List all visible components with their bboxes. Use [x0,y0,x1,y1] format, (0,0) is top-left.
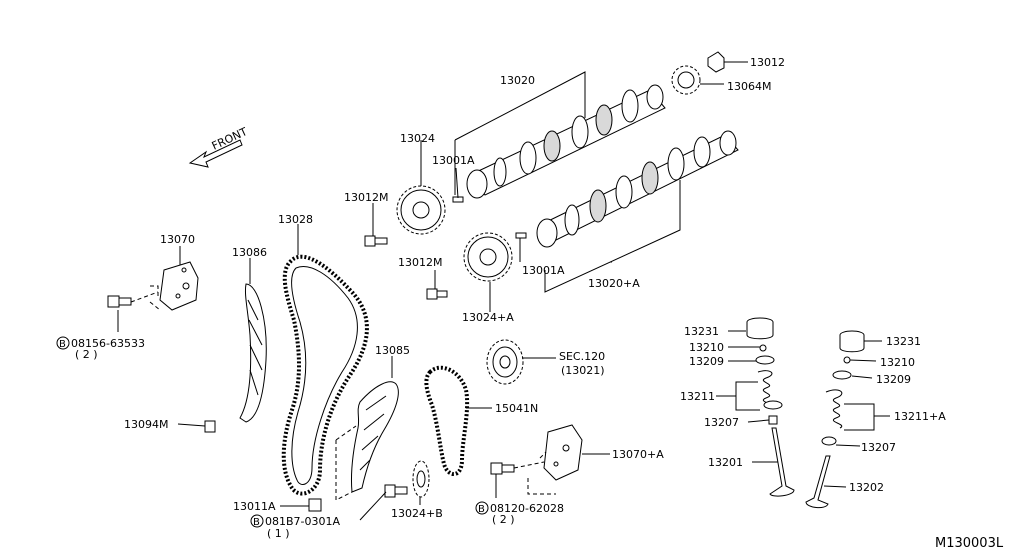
sprocket-13024B [412,460,430,498]
label-13012M-mid: 13012M [398,256,442,269]
camshaft-upper [466,84,666,199]
crank-sprocket-sec120 [486,339,524,385]
bolt-13024B [384,484,408,498]
label-sec120: SEC.120 [559,350,605,363]
bolt-prefix-081B7: B [253,517,260,528]
bolt-label-08120: B 08120-62028 ( 2 ) [475,501,564,526]
label-13210-right: 13210 [880,356,915,369]
label-13086: 13086 [232,246,267,259]
label-13024: 13024 [400,132,435,145]
label-13211A: 13211+A [894,410,946,423]
retainer-13209-left [755,355,775,365]
label-08156-qty: ( 2 ) [75,348,98,361]
label-13094M: 13094M [124,418,168,431]
bolt-prefix-08120: B [478,504,485,515]
label-13020A: 13020+A [588,277,640,290]
label-08156: 08156-63533 [71,337,145,350]
chain-guide-13086 [239,283,267,423]
label-13209-right: 13209 [876,373,911,386]
chain-guide-13085 [350,381,399,493]
bolt-13012M-upper [364,235,388,247]
bolt-13011A [308,498,322,512]
bolt-08156 [107,295,132,308]
label-08120: 08120-62028 [490,502,564,515]
tensioner-13070A [543,424,583,481]
label-13024A: 13024+A [462,311,514,324]
label-13202: 13202 [849,481,884,494]
bolt-prefix-08156: B [59,339,66,350]
label-13012: 13012 [750,56,785,69]
timing-chain-13028 [281,254,369,496]
label-081B7: 081B7-0301A [265,515,341,528]
label-13001A-bottom: 13001A [522,264,565,277]
lifter-13231-right [839,330,865,353]
label-13211: 13211 [680,390,715,403]
sprocket-13024 [396,185,446,235]
bolt-08120 [490,462,515,475]
label-13012M-top: 13012M [344,191,388,204]
plate-13064M [671,65,701,95]
front-arrow-icon [188,139,243,168]
label-13011A: 13011A [233,500,276,513]
label-13210-left: 13210 [689,341,724,354]
timing-chain-15041N [424,365,470,476]
label-13231-left: 13231 [684,325,719,338]
spring-13211A-right [825,389,843,429]
label-13070A: 13070+A [612,448,664,461]
label-13064M: 13064M [727,80,771,93]
label-13207-right: 13207 [861,441,896,454]
label-13028: 13028 [278,213,313,226]
keeper-13210-left [759,344,767,352]
label-sec120-sub: (13021) [561,364,605,377]
figure-id: M130003L [935,536,1004,551]
bolt-label-08156: B 08156-63533 ( 2 ) [56,336,145,361]
label-13085: 13085 [375,344,410,357]
label-13231-right: 13231 [886,335,921,348]
dowel-pin-lower [515,232,527,239]
keeper-13210-right [843,356,851,364]
valve-13201 [769,427,795,497]
label-15041N: 15041N [495,402,538,415]
seal-13207-right [821,436,837,446]
bolt-13012M-mid [426,288,448,300]
label-13201: 13201 [708,456,743,469]
label-13207-left: 13207 [704,416,739,429]
retainer-13209-right [832,370,852,380]
valve-13202 [805,455,831,509]
label-13209-left: 13209 [689,355,724,368]
tensioner-13070 [159,261,199,311]
cap-13012 [707,51,725,73]
label-08120-qty: ( 2 ) [492,513,515,526]
label-13024B: 13024+B [391,507,443,520]
label-13001A-top: 13001A [432,154,475,167]
label-081B7-qty: ( 1 ) [267,527,290,540]
lifter-13231-left [746,317,774,340]
label-13020: 13020 [500,74,535,87]
sprocket-13024A [463,232,513,282]
bolt-13094M [204,420,216,433]
label-13070: 13070 [160,233,195,246]
camshaft-lower [536,130,739,248]
spring-13211-left [757,370,773,409]
bolt-label-081B7: B 081B7-0301A ( 1 ) [250,514,341,540]
